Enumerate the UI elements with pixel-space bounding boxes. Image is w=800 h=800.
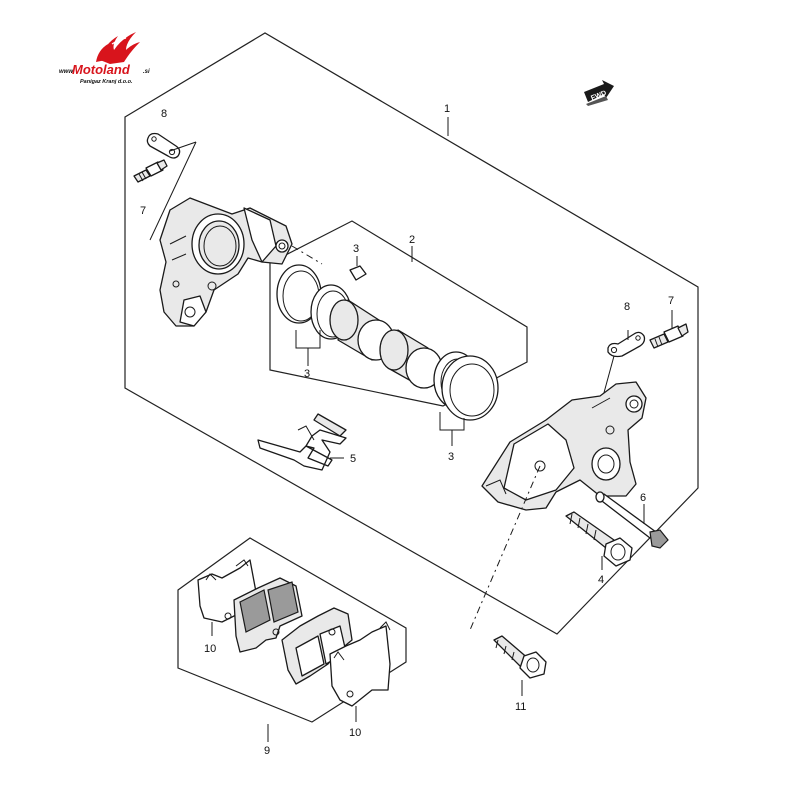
callout-5: 5: [350, 453, 356, 465]
bracket-3-left: [295, 330, 321, 349]
bleeder-screw-lower: [649, 323, 689, 349]
piston-right: [379, 329, 443, 389]
callout-6: 6: [640, 492, 646, 504]
logo-name: Motoland: [72, 62, 131, 77]
callout-3-left: 3: [304, 368, 310, 380]
callout-10-left: 10: [204, 643, 216, 655]
callout-8-lower: 8: [624, 301, 630, 313]
axis-line-bracket: [291, 245, 323, 265]
bleeder-screw-upper: [133, 159, 168, 183]
bleeder-cap-upper: [146, 132, 181, 159]
motoland-logo: www. Motoland .si Panigaz Kranj d.o.o.: [59, 32, 150, 85]
caliper-body-outer: [481, 381, 647, 511]
leader-8-upper: [169, 141, 197, 152]
logo-tagline: Panigaz Kranj d.o.o.: [80, 79, 133, 85]
logo-wing-icon: [96, 32, 140, 64]
callout-7-lower: 7: [668, 295, 674, 307]
callout-10-right: 10: [349, 727, 361, 739]
leader-upper-bleeder: [149, 141, 197, 241]
pad-spring: [257, 413, 347, 471]
brake-pad-left: [233, 577, 303, 653]
caliper-body-inner: [159, 197, 293, 327]
callout-2: 2: [409, 234, 415, 246]
bleeder-cap-lower: [607, 331, 646, 358]
shim-right: [329, 621, 391, 707]
logo-suffix: .si: [143, 69, 150, 75]
callout-9: 9: [264, 745, 270, 757]
mounting-bolt: [493, 635, 547, 679]
pad-set-box-9: [177, 537, 407, 723]
fwd-arrow-icon: FWD: [584, 80, 614, 106]
slide-pin-bolt: [565, 511, 633, 567]
piston-seal-outer-right: [441, 355, 499, 421]
axis-line-caliper: [469, 465, 541, 631]
logo-prefix: www.: [59, 69, 75, 75]
callout-11: 11: [515, 701, 526, 713]
callout-3-top: 3: [353, 243, 359, 255]
callout-1: 1: [444, 103, 450, 115]
piston-left: [329, 299, 395, 361]
callout-3-right: 3: [448, 451, 454, 463]
callout-8-upper: 8: [161, 108, 167, 120]
piston-seal-box-2: [269, 220, 528, 407]
callout-4: 4: [598, 574, 604, 586]
slide-pin-long: [595, 491, 669, 549]
bleed-bushing: [349, 265, 367, 281]
assembly-box-1: [124, 32, 699, 635]
callout-7-upper: 7: [140, 205, 146, 217]
